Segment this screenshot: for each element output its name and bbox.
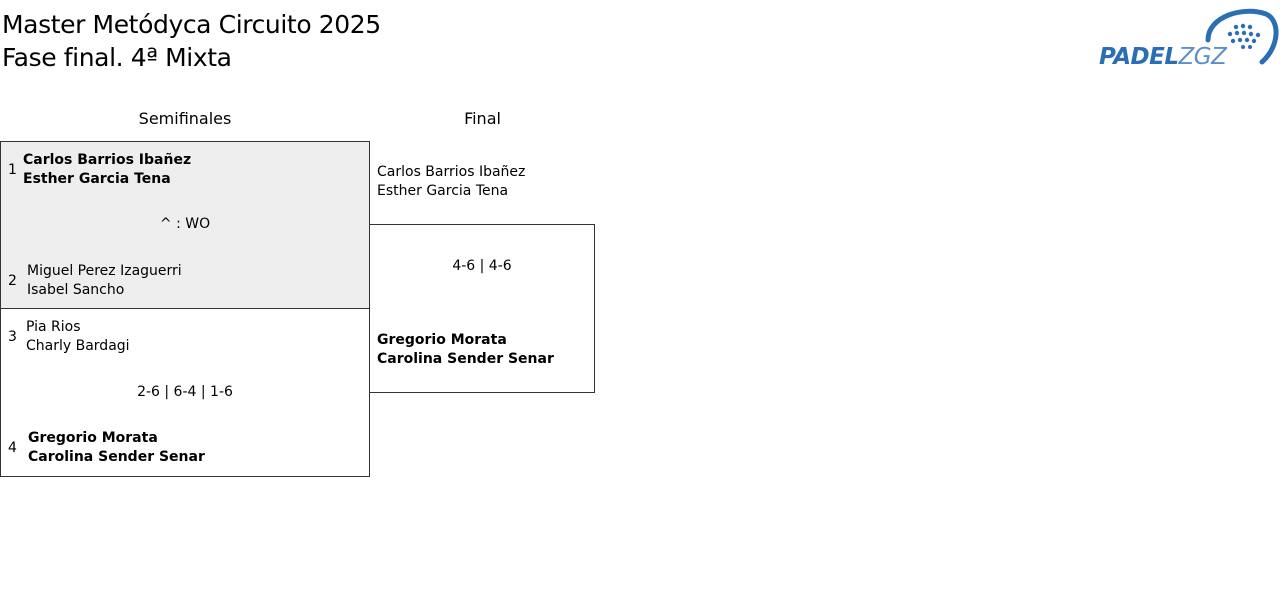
player-name: Gregorio Morata [377, 332, 507, 348]
final-match[interactable]: 4-6 | 4-6 Gregorio Morata Carolina Sende… [369, 224, 595, 393]
player-name: Carolina Sender Senar [28, 449, 205, 465]
semifinal-1-team-b: Miguel Perez Izaguerri Isabel Sancho [27, 262, 182, 300]
seed-number: 2 [8, 273, 17, 289]
seed-number: 1 [8, 162, 17, 178]
seed-number: 3 [8, 329, 17, 345]
player-name: Miguel Perez Izaguerri [27, 263, 182, 279]
round-header-final: Final [464, 109, 501, 128]
player-name: Isabel Sancho [27, 282, 125, 298]
round-header-semifinales: Semifinales [138, 109, 232, 128]
player-name: Carlos Barrios Ibañez [23, 152, 192, 168]
player-name: Carolina Sender Senar [377, 351, 554, 367]
padel-ball-icon [1205, 8, 1279, 65]
semifinal-2-match[interactable]: 3 Pia Rios Charly Bardagi 2-6 | 6-4 | 1-… [0, 308, 370, 477]
semifinal-2-team-a: Pia Rios Charly Bardagi [26, 318, 130, 356]
logo-wordmark: PADELZGZ [1099, 44, 1227, 70]
semifinal-1-match[interactable]: 1 Carlos Barrios Ibañez Esther Garcia Te… [0, 141, 370, 309]
player-name: Esther Garcia Tena [23, 171, 171, 187]
player-name: Esther Garcia Tena [377, 183, 509, 199]
title-line-2: Fase final. 4ª Mixta [2, 43, 232, 72]
title-line-1: Master Metódyca Circuito 2025 [2, 10, 381, 39]
logo-text-padel: PADEL [1099, 44, 1179, 70]
final-score: 4-6 | 4-6 [452, 258, 512, 274]
page-title: Master Metódyca Circuito 2025 Fase final… [2, 8, 381, 74]
semifinal-1-team-a: Carlos Barrios Ibañez Esther Garcia Tena [23, 151, 191, 189]
player-name: Carlos Barrios Ibañez [377, 164, 526, 180]
semifinal-1-score: ^ : WO [159, 216, 211, 232]
logo-text-zgz: ZGZ [1178, 44, 1227, 70]
final-team-b: Gregorio Morata Carolina Sender Senar [377, 331, 554, 369]
semifinal-2-score: 2-6 | 6-4 | 1-6 [137, 384, 233, 400]
player-name: Charly Bardagi [26, 338, 130, 354]
semifinal-2-team-b: Gregorio Morata Carolina Sender Senar [28, 429, 205, 467]
player-name: Gregorio Morata [28, 430, 158, 446]
final-team-a: Carlos Barrios Ibañez Esther Garcia Tena [377, 163, 525, 201]
padelzgz-logo: PADELZGZ [1096, 6, 1280, 76]
seed-number: 4 [8, 440, 17, 456]
player-name: Pia Rios [26, 319, 81, 335]
